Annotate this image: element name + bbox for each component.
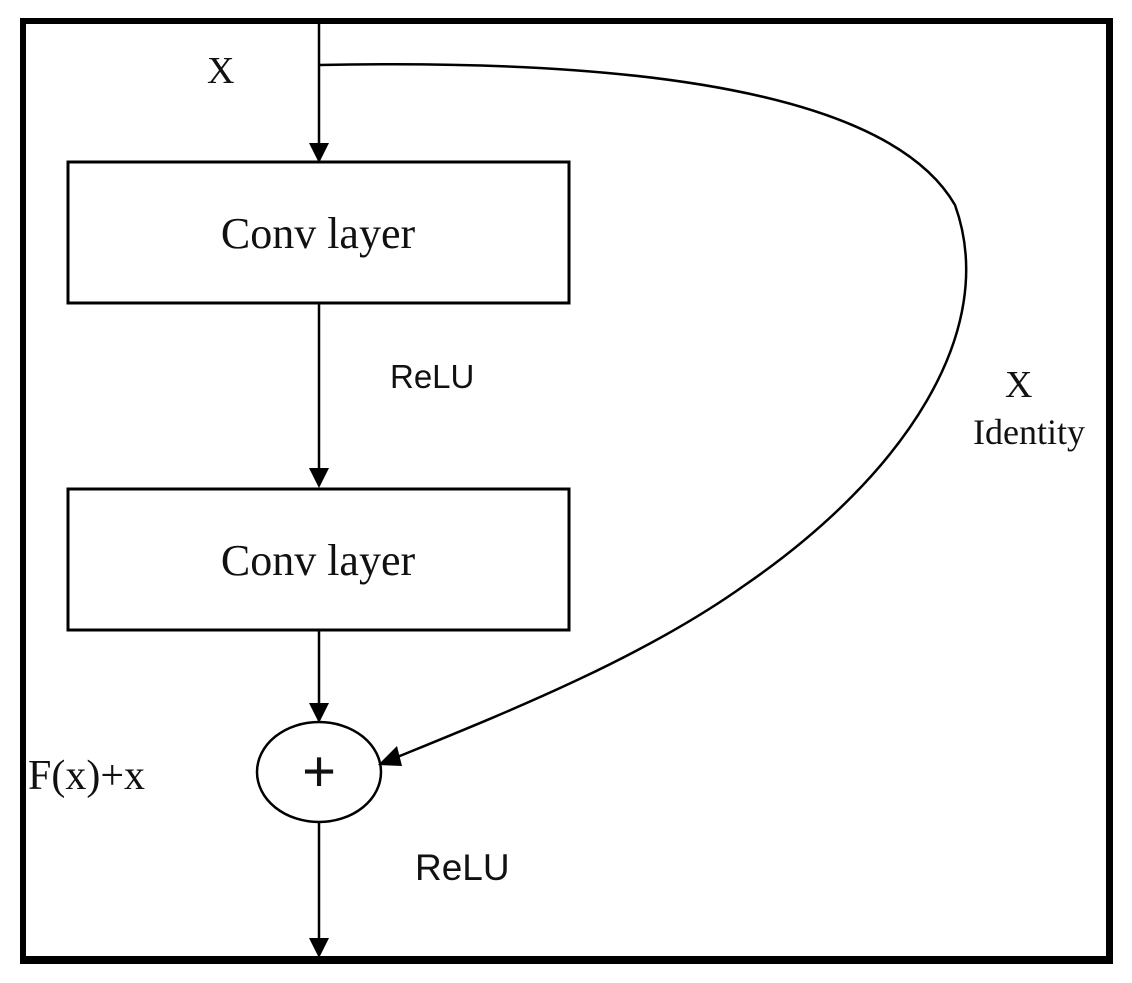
sum-label: F(x)+x — [28, 753, 145, 799]
skip-arrowhead — [378, 746, 402, 766]
skip-sublabel: Identity — [973, 412, 1085, 452]
identity-skip-connection — [318, 62, 968, 762]
sum-input-arrowhead — [309, 703, 329, 723]
sum-symbol: + — [302, 739, 336, 804]
skip-label: X — [1005, 364, 1032, 406]
middle-arrowhead — [309, 468, 329, 488]
activation-label-1: ReLU — [390, 358, 474, 395]
conv-layer-label-2: Conv layer — [221, 536, 416, 585]
input-arrowhead — [309, 143, 329, 163]
conv-layer-block-2 — [66, 487, 571, 632]
activation-label-2: ReLU — [415, 847, 510, 888]
input-label: X — [207, 50, 234, 92]
output-arrowhead — [309, 938, 329, 958]
conv-layer-label-1: Conv layer — [221, 209, 416, 258]
conv-layer-block-1 — [66, 160, 571, 305]
